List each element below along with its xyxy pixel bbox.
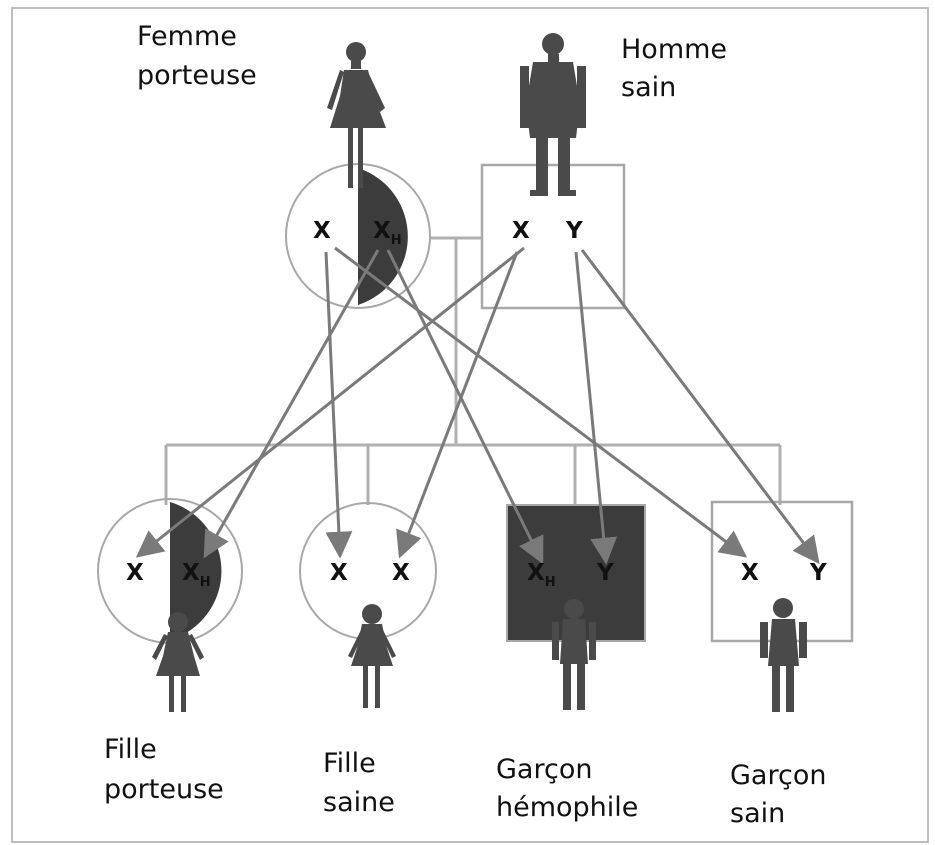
father-allele-left: X [512, 218, 530, 244]
child-2-label-line1: Fille [323, 748, 376, 779]
child-3-label-line2: hémophile [496, 792, 638, 823]
inheritance-arrows [135, 246, 820, 565]
child-3-allele-right: Y [596, 560, 614, 586]
child-3-allele-left: XH [527, 560, 556, 590]
arrow-mother-xh-to-child-1 [203, 249, 380, 559]
arrow-father-y-to-child-4 [580, 249, 820, 565]
child-2-silhouette [348, 604, 396, 708]
child-4-label-line2: sain [730, 798, 785, 829]
child-2-allele-left: X [330, 560, 348, 586]
mother-label-line2: porteuse [137, 60, 257, 91]
child-2-allele-right: X [392, 560, 410, 586]
mother-allele-left: X [313, 218, 331, 244]
child-1-label-line1: Fille [104, 734, 157, 765]
child-2-label-line2: saine [323, 787, 395, 818]
child-4-allele-right: Y [809, 560, 827, 586]
arrow-father-x-to-child-2 [396, 251, 519, 559]
child-3-label-line1: Garçon [496, 754, 592, 785]
child-1-allele-left: X [126, 560, 144, 586]
child-3-silhouette [552, 599, 596, 710]
child-1-allele-right: XH [182, 560, 211, 590]
mother-affected-half [358, 168, 408, 305]
arrow-father-y-to-child-3 [574, 251, 618, 565]
mother-allele-right: XH [373, 218, 402, 248]
arrow-father-x-to-child-1 [135, 246, 525, 558]
mother-silhouette [327, 42, 386, 188]
child-4-silhouette [760, 598, 807, 712]
child-1-label-line2: porteuse [104, 774, 224, 805]
mother-label-line1: Femme [137, 21, 237, 52]
arrow-mother-x-to-child-2 [324, 251, 353, 559]
arrow-mother-xh-to-child-3 [386, 249, 544, 565]
father-label-line2: sain [621, 72, 676, 103]
child-1-silhouette [152, 612, 204, 712]
child-4-label-line1: Garçon [730, 760, 826, 791]
image-frame [11, 7, 929, 843]
father-allele-right: Y [565, 218, 583, 244]
father-symbol [480, 163, 626, 310]
father-silhouette [520, 33, 586, 196]
father-label-line1: Homme [621, 34, 727, 65]
arrow-mother-x-to-child-4 [334, 246, 748, 558]
child-4-allele-left: X [741, 560, 759, 586]
